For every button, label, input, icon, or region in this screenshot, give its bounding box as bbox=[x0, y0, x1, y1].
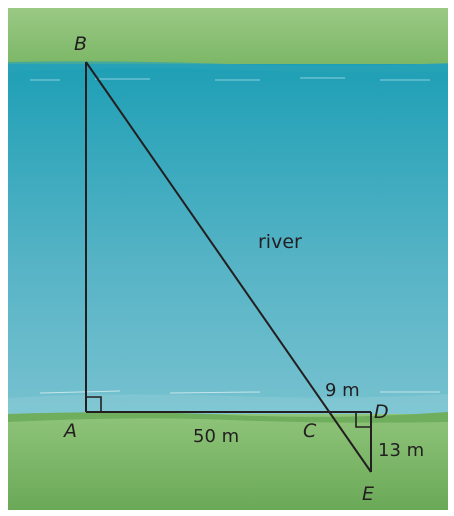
measure-AC: 50 m bbox=[193, 426, 239, 447]
right-angle-marker-D bbox=[355, 412, 371, 428]
right-angle-marker-A bbox=[86, 396, 102, 412]
point-label-A: A bbox=[62, 420, 77, 442]
segment-BE bbox=[85, 61, 372, 473]
river-water bbox=[8, 64, 448, 420]
measure-CD: 9 m bbox=[325, 380, 360, 401]
bottom-shoreline bbox=[8, 394, 448, 416]
river-label: river bbox=[258, 231, 302, 253]
point-label-D: D bbox=[374, 401, 389, 423]
measure-DE: 13 m bbox=[378, 440, 424, 461]
bottom-bank-edge bbox=[8, 412, 448, 423]
bottom-bank bbox=[8, 414, 448, 510]
top-shoreline bbox=[8, 61, 448, 73]
point-label-B: B bbox=[74, 33, 87, 55]
wave-line bbox=[39, 390, 440, 394]
point-label-E: E bbox=[362, 483, 374, 505]
point-label-C: C bbox=[303, 420, 317, 442]
wave-line bbox=[30, 77, 430, 81]
